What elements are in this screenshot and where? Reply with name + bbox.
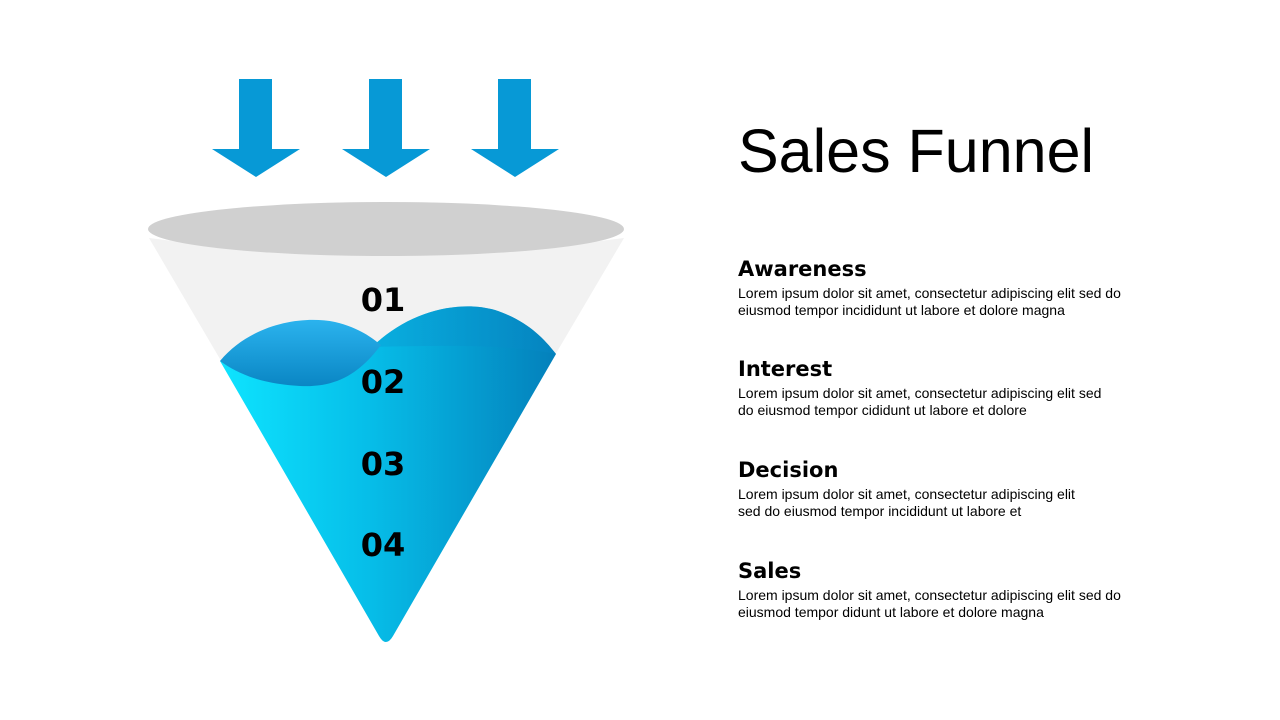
stage-decision: Decision Lorem ipsum dolor sit amet, con… [738, 456, 1158, 520]
stage-description: Lorem ipsum dolor sit amet, consectetur … [738, 486, 1158, 520]
page-title: Sales Funnel [738, 117, 1095, 185]
stage-heading: Interest [738, 357, 833, 381]
stage-description-line: Lorem ipsum dolor sit amet, consectetur … [738, 385, 1102, 401]
stage-interest: Interest Lorem ipsum dolor sit amet, con… [738, 355, 1158, 419]
step-number-03: 03 [361, 445, 406, 483]
arrow-row [212, 79, 559, 177]
arrow-down-icon [342, 79, 430, 177]
funnel-liquid [220, 306, 556, 642]
stage-description-line: eiusmod tempor didunt ut labore et dolor… [738, 604, 1044, 620]
stage-description-line: Lorem ipsum dolor sit amet, consectetur … [738, 285, 1121, 301]
arrow-down-icon [212, 79, 300, 177]
funnel-graphic: 01 02 03 04 [148, 79, 624, 642]
stage-description: Lorem ipsum dolor sit amet, consectetur … [738, 587, 1158, 621]
stage-sales: Sales Lorem ipsum dolor sit amet, consec… [738, 557, 1158, 621]
step-number-01: 01 [361, 281, 406, 319]
stage-description-line: do eiusmod tempor cididunt ut labore et … [738, 402, 1027, 418]
arrow-down-icon [471, 79, 559, 177]
funnel-liquid-bowl [220, 319, 381, 387]
stage-heading: Sales [738, 559, 802, 583]
funnel-wave-crest [372, 306, 556, 354]
stage-description: Lorem ipsum dolor sit amet, consectetur … [738, 285, 1158, 319]
stage-description-line: Lorem ipsum dolor sit amet, consectetur … [738, 587, 1121, 603]
stage-awareness: Awareness Lorem ipsum dolor sit amet, co… [738, 255, 1158, 319]
stage-description-line: sed do eiusmod tempor incididunt ut labo… [738, 503, 1022, 519]
step-number-04: 04 [361, 526, 406, 564]
stage-description-line: eiusmod tempor incididunt ut labore et d… [738, 302, 1065, 318]
step-number-02: 02 [361, 363, 406, 401]
stage-heading: Decision [738, 458, 839, 482]
funnel-rim [148, 202, 624, 256]
stage-description: Lorem ipsum dolor sit amet, consectetur … [738, 385, 1158, 419]
stage-description-line: Lorem ipsum dolor sit amet, consectetur … [738, 486, 1075, 502]
stage-heading: Awareness [738, 257, 867, 281]
